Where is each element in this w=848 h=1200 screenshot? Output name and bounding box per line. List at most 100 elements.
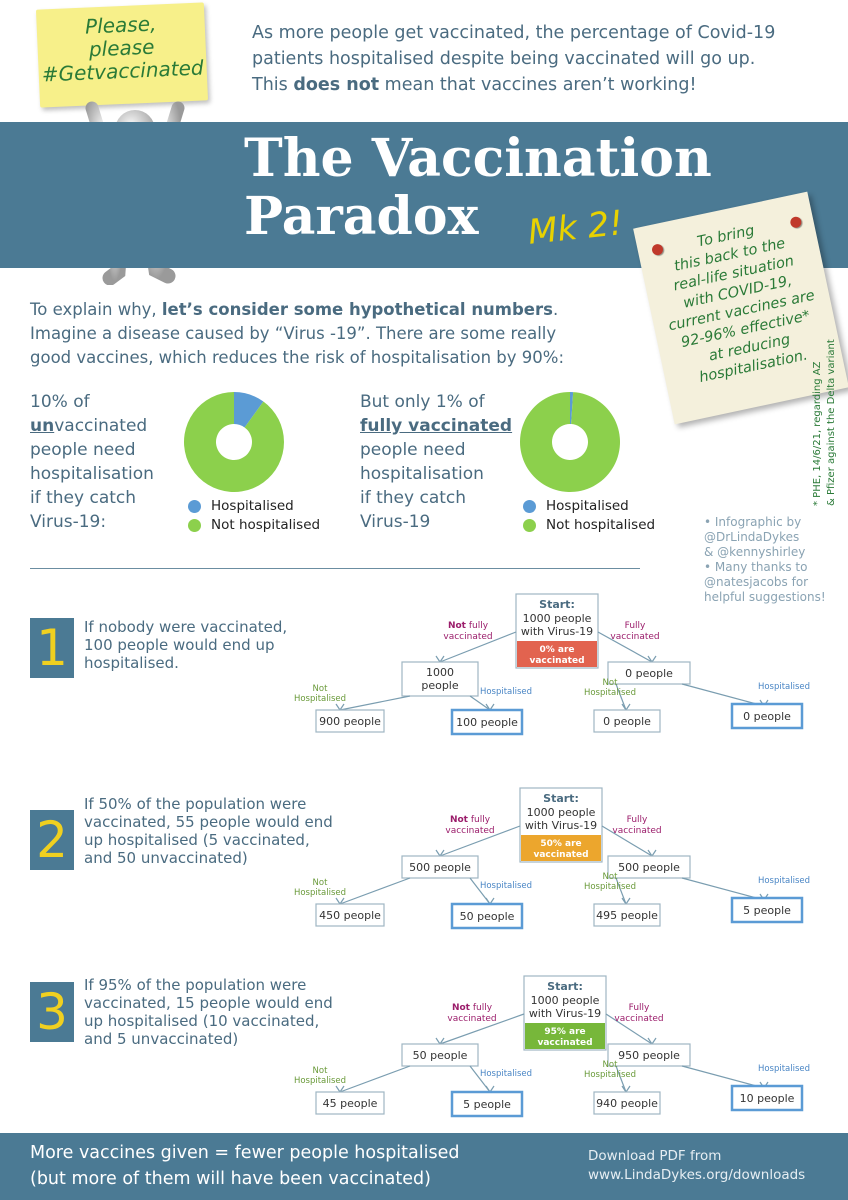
not-hospitalised-label: Hospitalised xyxy=(294,694,346,704)
credit-line: @natesjacobs for xyxy=(704,575,809,589)
branch-not-vaccinated xyxy=(439,825,521,857)
scenario-text-line: If 50% of the population were xyxy=(84,795,307,813)
footnote-line-1: * PHE, 14/6/21, regarding AZ xyxy=(812,361,823,506)
not-hospitalised-label: Not xyxy=(313,684,329,694)
leaf-label: 100 people xyxy=(456,716,518,729)
title-line-2: Paradox xyxy=(244,186,479,247)
fully-vaccinated-label: Fully xyxy=(627,815,648,825)
title-line-1: The Vaccination xyxy=(244,128,712,189)
vaccinated-badge xyxy=(517,641,597,667)
left-node xyxy=(401,855,479,879)
sticky-note: Please, please #Getvaccinated xyxy=(35,2,209,108)
legend-item-not-hospitalised: Not hospitalised xyxy=(188,517,320,533)
legend-unvaccinated: Hospitalised Not hospitalised xyxy=(188,498,320,533)
branch-not-vaccinated xyxy=(439,631,517,663)
footer-line-2: (but more of them will have been vaccina… xyxy=(30,1169,431,1189)
leaf-label: 900 people xyxy=(319,715,381,728)
stat-line: hospitalisation xyxy=(360,464,484,484)
branch xyxy=(681,1065,765,1089)
leaf-node xyxy=(315,1091,385,1115)
branch xyxy=(681,683,765,707)
download-line-1: Download PDF from xyxy=(588,1148,722,1164)
branch xyxy=(615,1065,627,1093)
not-fully-vaccinated-label: vaccinated xyxy=(443,632,492,642)
branch xyxy=(615,683,627,711)
explain-line-3: good vaccines, which reduces the risk of… xyxy=(30,348,565,367)
intro-line-2: patients hospitalised despite being vacc… xyxy=(252,49,756,69)
scenario-number-2: 2 xyxy=(30,810,74,870)
scenario-1-text: If nobody were vaccinated, 100 people wo… xyxy=(84,618,287,672)
hospitalised-label: Hospitalised xyxy=(758,876,810,886)
not-hospitalised-label: Not xyxy=(603,872,619,882)
start-line-2: with Virus-19 xyxy=(525,819,597,832)
leaf-node xyxy=(315,709,385,733)
vaccinated-badge xyxy=(521,835,601,861)
stat-vaccinated: But only 1% of fully vaccinated people n… xyxy=(360,390,512,534)
start-label: Start: xyxy=(543,792,579,805)
not-fully-vaccinated-label: Not fully xyxy=(448,621,489,631)
stat-line: if they catch xyxy=(30,488,137,508)
scenario-text-line: If nobody were vaccinated, xyxy=(84,618,288,636)
scenario-text-line: 100 people would end up xyxy=(84,636,275,654)
stat-line: unvaccinated xyxy=(30,416,148,436)
not-hospitalised-label: Not xyxy=(313,1066,329,1076)
pie-slice-not-hospitalised xyxy=(520,392,620,492)
footer-line-1: More vaccines given = fewer people hospi… xyxy=(30,1143,460,1163)
pie-slice-hospitalised xyxy=(234,392,264,428)
intro-line-1: As more people get vaccinated, the perce… xyxy=(252,23,776,43)
not-hospitalised-label: Not xyxy=(603,678,619,688)
stat-line: 10% of xyxy=(30,392,90,412)
arrow-icon xyxy=(647,849,657,858)
not-fully-vaccinated-label: vaccinated xyxy=(445,826,494,836)
scenario-text-line: vaccinated, 15 people would end xyxy=(84,994,333,1012)
credits: • Infographic by @DrLindaDykes & @kennys… xyxy=(704,515,848,605)
start-line-2: with Virus-19 xyxy=(521,625,593,638)
badge-line-2: vaccinated xyxy=(537,1038,592,1048)
start-line-1: 1000 people xyxy=(531,994,600,1007)
hospitalised-label: Hospitalised xyxy=(480,687,532,697)
download-url[interactable]: www.LindaDykes.org/downloads xyxy=(588,1167,806,1183)
leaf-label: 45 people xyxy=(323,1097,378,1110)
arrow-icon xyxy=(621,703,631,712)
leaf-label: 10 people xyxy=(740,1092,795,1105)
scenario-text-line: and 50 unvaccinated) xyxy=(84,849,248,867)
not-hospitalised-label: Hospitalised xyxy=(584,1070,636,1080)
scenario-2-text: If 50% of the population were vaccinated… xyxy=(84,795,333,867)
credit-line: • Many thanks to xyxy=(704,560,808,574)
stat-line: fully vaccinated xyxy=(360,416,513,436)
right-node xyxy=(607,855,691,879)
download-link[interactable]: Download PDF from www.LindaDykes.org/dow… xyxy=(588,1147,805,1185)
scenario-text-line: vaccinated, 55 people would end xyxy=(84,813,333,831)
start-line-1: 1000 people xyxy=(527,806,596,819)
start-line-1: 1000 people xyxy=(523,612,592,625)
badge-line-1: 95% are xyxy=(544,1027,585,1037)
fully-vaccinated-label: Fully xyxy=(629,1003,650,1013)
leaf-node-hospitalised xyxy=(730,702,804,730)
credit-line: & @kennyshirley xyxy=(704,545,806,559)
blue-dot-icon xyxy=(523,499,536,513)
leaf-node-hospitalised xyxy=(450,1090,524,1118)
donut-chart-vaccinated xyxy=(520,392,620,492)
left-node xyxy=(401,1043,479,1067)
badge-line-2: vaccinated xyxy=(533,850,588,860)
leaf-node xyxy=(315,903,385,927)
right-node-label: 0 people xyxy=(625,667,673,680)
leaf-node xyxy=(593,709,661,733)
pie-slice-hospitalised xyxy=(570,392,574,425)
fully-vaccinated-label: vaccinated xyxy=(614,1014,663,1024)
leaf-node xyxy=(593,1091,661,1115)
explanation-text: To explain why, let’s consider some hypo… xyxy=(30,298,640,370)
hospitalised-label: Hospitalised xyxy=(758,1064,810,1074)
stat-unvaccinated: 10% of unvaccinated people need hospital… xyxy=(30,390,154,534)
hospitalised-label: Hospitalised xyxy=(480,881,532,891)
leaf-node-hospitalised xyxy=(450,902,524,930)
branch xyxy=(615,877,627,905)
leaf-label: 0 people xyxy=(603,715,651,728)
intro-line-3: This does not mean that vaccines aren’t … xyxy=(252,75,697,95)
leaf-label: 450 people xyxy=(319,909,381,922)
not-hospitalised-label: Not xyxy=(603,1060,619,1070)
leaf-label: 495 people xyxy=(596,909,658,922)
vaccinated-badge xyxy=(525,1023,605,1049)
leaf-node-hospitalised xyxy=(730,896,804,924)
